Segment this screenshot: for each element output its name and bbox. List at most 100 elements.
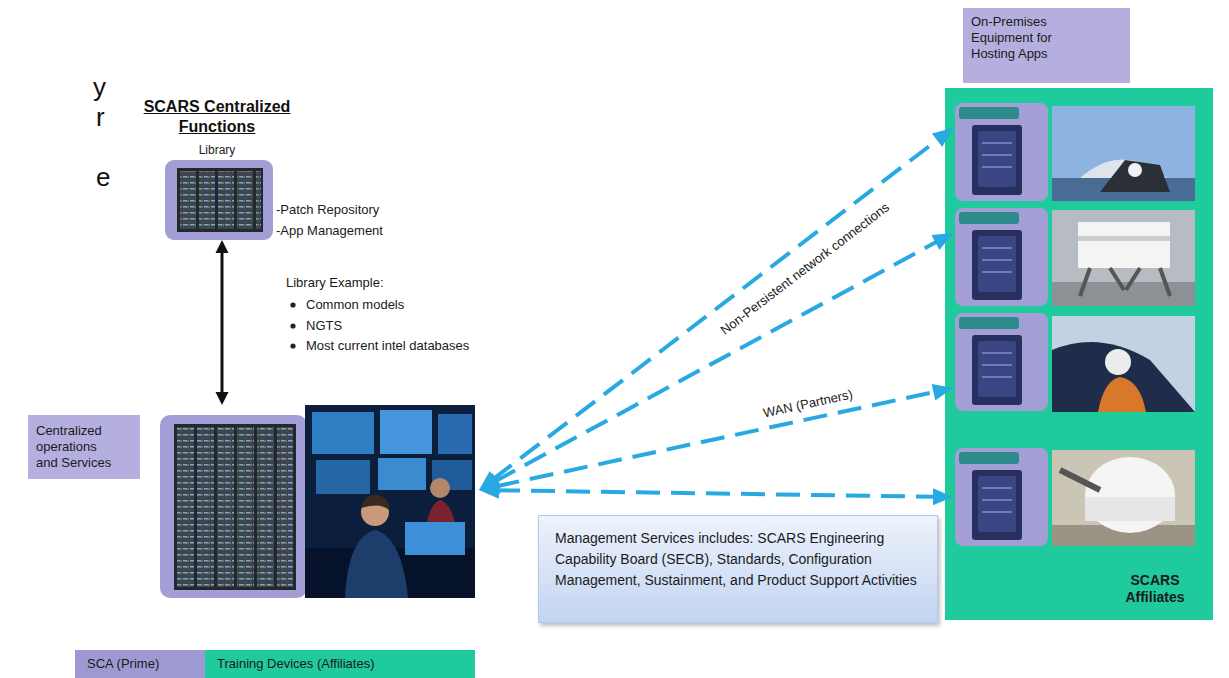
central-server-photo <box>217 427 234 587</box>
legend-label: Training Devices (Affiliates) <box>217 650 463 678</box>
operations-photo <box>305 405 475 598</box>
central-server-photo <box>160 415 307 598</box>
arrow-head <box>216 392 229 405</box>
arrow-head <box>931 233 953 250</box>
section-heading: SCARS Centralized Functions <box>117 97 317 137</box>
central-server-photo <box>197 427 214 587</box>
label-holder: Common models <box>306 296 404 314</box>
device-server-icon <box>982 353 1012 377</box>
device-server-icon <box>972 125 1022 195</box>
device-server-icon <box>955 103 1048 201</box>
list-item: -App Management <box>276 222 383 240</box>
device-server-icon <box>959 452 1019 464</box>
arrow-head <box>933 488 953 505</box>
connector-label-holder: WAN (Partners) <box>761 387 854 422</box>
list-heading: Library Example: <box>286 274 384 292</box>
device-server-icon <box>955 208 1048 306</box>
simulator-photo <box>1100 160 1170 192</box>
central-server-photo <box>257 427 274 587</box>
box-caption: Library <box>117 143 317 158</box>
box-text: On-Premises Equipment for Hosting Apps <box>971 14 1076 62</box>
device-server-icon <box>955 103 1048 546</box>
legend: SCA (Prime) Training Devices (Affiliates) <box>75 650 475 678</box>
device-server-icon <box>972 470 1022 540</box>
device-server-icon <box>978 236 1016 292</box>
operations-photo <box>305 405 475 598</box>
device-server-icon <box>959 212 1019 224</box>
simulator-photo <box>1078 236 1170 241</box>
simulator-photo <box>1052 210 1195 306</box>
connector-group <box>479 384 953 494</box>
connector-group <box>479 128 953 490</box>
connector-label: WAN (Partners) <box>761 387 854 422</box>
simulator-photo <box>1128 163 1142 177</box>
operations-photo <box>312 412 374 454</box>
label-holder: y <box>93 72 106 102</box>
library-box: SCARS Centralized FunctionsLibrary <box>117 97 317 240</box>
legend-swatch: Training Devices (Affiliates) <box>205 650 475 678</box>
callout-box: Centralized operations and Services <box>28 415 140 479</box>
library-server-photo <box>165 160 273 240</box>
simulator-photo <box>1085 457 1175 533</box>
library-server-photo <box>256 171 261 229</box>
library-server-photo <box>237 171 253 229</box>
affiliates-panel <box>945 88 1213 620</box>
operations-photo <box>345 530 408 598</box>
operations-center: Centralized operations and Services <box>28 405 475 598</box>
box-text: Management Services includes: SCARS Engi… <box>555 528 921 591</box>
central-server-photo <box>277 427 293 587</box>
device-server-icon <box>982 488 1012 512</box>
label-holder: e <box>96 162 110 192</box>
operations-photo <box>361 495 389 510</box>
simulator-photo <box>1052 450 1195 546</box>
simulator-photo <box>1078 222 1170 268</box>
library-server-photo <box>177 168 263 232</box>
device-server-icon <box>972 230 1022 300</box>
library-server-photo <box>180 171 196 229</box>
operations-photo <box>405 522 465 555</box>
bullet-dot <box>290 302 295 348</box>
device-server-icon <box>955 448 1048 546</box>
simulator-photo <box>1052 106 1195 201</box>
device-server-icon <box>959 317 1019 329</box>
device-server-icon <box>978 341 1016 397</box>
network-connection <box>496 392 937 487</box>
device-server-icon <box>982 248 1012 272</box>
bullet-item: Most current intel databases <box>306 337 469 355</box>
simulator-photo <box>1085 497 1175 521</box>
network-connection <box>496 490 936 496</box>
library-server-photo <box>165 160 273 240</box>
label-holder: Library Example: <box>286 274 384 292</box>
simulator-photo <box>1052 316 1195 412</box>
network-connection <box>494 241 938 482</box>
device-server-icon <box>959 107 1019 119</box>
label-holder: Most current intel databases <box>306 337 469 355</box>
panel-title: SCARS Affiliates <box>1107 572 1203 606</box>
simulator-photo <box>1052 106 1195 546</box>
callout-box: On-Premises Equipment for Hosting Apps <box>963 8 1130 83</box>
central-server-photo <box>174 424 296 590</box>
bullet-dot <box>290 302 295 307</box>
simulator-photo <box>1052 342 1195 412</box>
device-server-icon <box>978 131 1016 187</box>
legend-swatch: SCA (Prime) <box>75 650 205 678</box>
bullet-item: NGTS <box>306 317 342 335</box>
cropped-letter: y <box>93 72 106 102</box>
cropped-letter: e <box>96 162 110 192</box>
device-server-icon <box>955 313 1048 411</box>
simulator-photo <box>1080 268 1170 296</box>
cropped-letter: r <box>96 102 105 132</box>
operations-photo <box>378 458 426 490</box>
central-server-photo <box>237 427 254 587</box>
network-connection <box>493 138 940 479</box>
connector-group <box>216 240 229 405</box>
label-holder: -Patch Repository <box>276 201 379 219</box>
device-server-icon <box>978 476 1016 532</box>
legend-label: SCA (Prime) <box>87 650 193 678</box>
management-box: Management Services includes: SCARS Engi… <box>538 515 938 623</box>
arrow-head <box>932 128 953 147</box>
operations-photo <box>380 410 432 454</box>
arrow-head <box>932 384 953 401</box>
device-server-icon <box>972 335 1022 405</box>
